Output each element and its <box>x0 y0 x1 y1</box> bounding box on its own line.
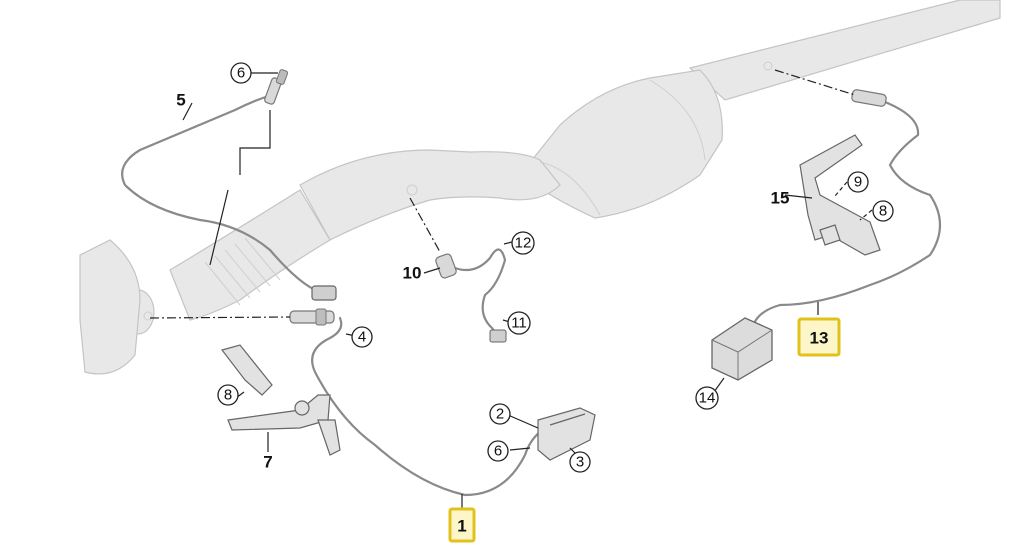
oxygen-sensor-5 <box>264 69 289 105</box>
callout-1-highlight: 1 <box>448 507 476 543</box>
control-unit <box>711 317 773 381</box>
leader-lines <box>149 69 873 508</box>
callout-5-label: 5 <box>176 91 185 110</box>
callout-11-label: 11 <box>511 315 527 332</box>
exhaust-pipe <box>79 0 1001 375</box>
callout-8-right-label: 8 <box>879 203 887 220</box>
oxygen-sensor-1 <box>289 308 335 326</box>
holder-bracket-2 <box>537 407 596 461</box>
callout-8-left: 8 <box>217 384 239 406</box>
callout-6-bottom: 6 <box>487 440 509 462</box>
connector-plug <box>311 285 507 343</box>
callout-6-top: 6 <box>230 62 252 84</box>
oxygen-sensor-13 <box>851 89 887 107</box>
exhaust-details <box>143 61 773 321</box>
callout-1-label: 1 <box>457 517 466 536</box>
callout-14: 14 <box>695 386 719 410</box>
callout-3-label: 3 <box>576 454 584 471</box>
callout-9-label: 9 <box>854 174 862 191</box>
sensor-wiring <box>121 93 941 497</box>
callout-13-highlight: 13 <box>797 317 841 357</box>
callout-12-label: 12 <box>515 235 532 252</box>
callout-2-label: 2 <box>496 406 504 423</box>
callout-4-label: 4 <box>358 329 366 346</box>
callout-13-label: 13 <box>810 329 829 348</box>
callout-6-top-label: 6 <box>237 65 245 82</box>
callout-8-left-label: 8 <box>224 387 232 404</box>
holder-bracket-right <box>799 134 881 256</box>
callout-4: 4 <box>351 326 373 348</box>
callout-12: 12 <box>511 231 535 255</box>
callout-10-label: 10 <box>403 264 422 283</box>
callout-2: 2 <box>489 403 511 425</box>
callout-15-label: 15 <box>771 189 790 208</box>
callout-3: 3 <box>569 451 591 473</box>
callout-11: 11 <box>507 311 531 335</box>
callout-7-label: 7 <box>263 453 272 472</box>
callout-14-label: 14 <box>699 390 716 407</box>
oxygen-sensor-10 <box>435 253 457 279</box>
callout-6-bottom-label: 6 <box>494 443 502 460</box>
callout-8-right: 8 <box>872 200 894 222</box>
callout-9: 9 <box>847 171 869 193</box>
holder-bracket-left <box>220 344 341 456</box>
